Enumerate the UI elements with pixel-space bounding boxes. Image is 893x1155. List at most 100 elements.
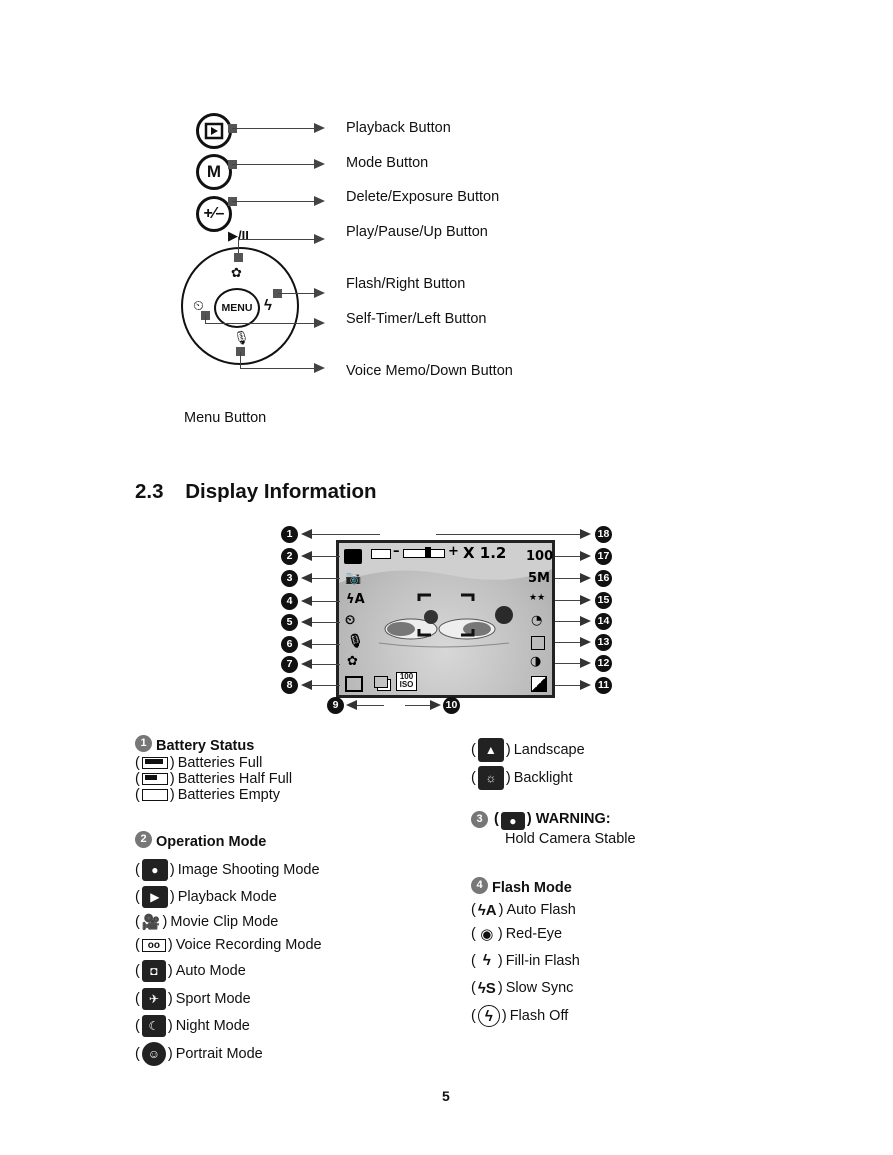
- sport-mode-icon: ✈: [141, 987, 166, 1010]
- exposure-plus: +: [448, 544, 459, 559]
- callout-line: [310, 601, 340, 602]
- callout-badge-left: 3: [281, 570, 298, 587]
- metering-icon: [345, 676, 363, 692]
- image-shooting-label: Image Shooting Mode: [177, 861, 320, 878]
- operation-mode-legend: 2 Operation Mode (●) Image Shooting Mode…: [135, 828, 322, 1068]
- callout-arrowhead: [580, 595, 591, 605]
- mode-button-icon: M: [196, 154, 232, 190]
- callout-badge-right: 12: [595, 655, 612, 672]
- battery-empty-icon: [141, 789, 168, 801]
- slow-sync-label: Slow Sync: [505, 980, 574, 996]
- exposure-minus: –: [393, 544, 400, 559]
- callout-line: [555, 663, 582, 664]
- playback-mode-label: Playback Mode: [177, 889, 277, 905]
- callout-line: [436, 534, 582, 535]
- exposure-button-icon: +⁄–: [196, 196, 232, 232]
- play-pause-up-button-label: Play/Pause/Up Button: [346, 224, 488, 240]
- callout-arrowhead: [430, 700, 441, 710]
- lcd-screen: – + X 1.2 📷 ϟA ⏲ 🎙 ✿ 100 ISO 100 5M ★★ ◔…: [336, 540, 555, 698]
- callout-line: [405, 705, 431, 706]
- shake-warning-legend-icon: ●: [500, 812, 525, 830]
- shake-warning-icon: 📷: [345, 571, 362, 586]
- battery-full-icon: [141, 757, 168, 769]
- callout-badge-left: 2: [281, 548, 298, 565]
- callout-arrowhead: [301, 551, 312, 561]
- callout-line: [555, 621, 582, 622]
- callout-arrowhead: [301, 659, 312, 669]
- callout-arrowhead: [580, 616, 591, 626]
- callout-badge-bottom: 10: [443, 697, 460, 714]
- movie-clip-icon: 🎥: [141, 914, 161, 931]
- callout-badge-left: 5: [281, 614, 298, 631]
- callout-badge-right: 11: [595, 677, 612, 694]
- callout-arrowhead: [301, 596, 312, 606]
- voice-memo-down-button-label: Voice Memo/Down Button: [346, 363, 513, 379]
- auto-flash-icon: ϟA: [477, 901, 497, 919]
- section-number: 2.3: [135, 480, 164, 503]
- quality-indicator: ★★: [529, 593, 546, 603]
- callout-arrowhead: [301, 529, 312, 539]
- battery-icon: [371, 549, 391, 559]
- legend-number: 1: [135, 734, 152, 752]
- backlight-label: Backlight: [513, 770, 573, 786]
- burst-icon: [374, 676, 388, 688]
- auto-flash-label: Auto Flash: [506, 902, 576, 918]
- flash-mode-legend: 4 Flash Mode (ϟA) Auto Flash (◉) Red-Eye…: [471, 874, 580, 1031]
- callout-badge-left: 4: [281, 593, 298, 610]
- mode-letter: M: [206, 162, 222, 181]
- menu-text: MENU: [221, 302, 253, 314]
- resolution-indicator: 5M: [528, 571, 550, 586]
- timer-icon: ⏲: [193, 297, 204, 313]
- callout-line: [356, 705, 384, 706]
- battery-half-icon: [141, 773, 168, 785]
- zoom-indicator: X 1.2: [463, 544, 507, 562]
- macro-icon: ✿: [347, 654, 358, 669]
- exposure-slider: [403, 549, 445, 558]
- callout-arrowhead: [580, 551, 591, 561]
- flash-off-label: Flash Off: [509, 1008, 569, 1024]
- callout-arrowhead: [580, 680, 591, 690]
- operation-mode-title: Operation Mode: [156, 834, 267, 850]
- callout-line: [555, 600, 582, 601]
- shots-remaining: 100: [526, 549, 554, 564]
- slow-sync-icon: ϟS: [477, 979, 496, 997]
- camera-mode-icon: [344, 549, 362, 564]
- callout-line: [555, 642, 582, 643]
- callout-badge-right: 16: [595, 570, 612, 587]
- callout-arrowhead: [580, 658, 591, 668]
- night-mode-label: Night Mode: [175, 1018, 250, 1034]
- callout-line: [555, 556, 582, 557]
- menu-button-label: Menu Button: [184, 410, 267, 426]
- callout-badge-right: 14: [595, 613, 612, 630]
- callout-arrowhead: [346, 700, 357, 710]
- callout-arrowhead: [580, 637, 591, 647]
- callout-arrowhead: [301, 573, 312, 583]
- iso-value: 100: [399, 672, 414, 681]
- fill-in-flash-label: Fill-in Flash: [505, 952, 580, 969]
- fill-in-flash-icon: ϟ: [482, 952, 491, 969]
- callout-badge-bottom: 9: [327, 697, 344, 714]
- red-eye-icon: ◉: [480, 926, 494, 943]
- landscape-label: Landscape: [513, 742, 585, 758]
- playback-button-label: Playback Button: [346, 120, 451, 136]
- legend-number: 4: [471, 876, 488, 894]
- callout-line: [310, 644, 340, 645]
- macro-icon: ✿: [231, 265, 242, 280]
- red-eye-label: Red-Eye: [505, 926, 563, 942]
- callout-badge-right: 13: [595, 634, 612, 651]
- callout-line: [555, 685, 582, 686]
- callout-line: [310, 578, 340, 579]
- playback-button-icon: [196, 113, 232, 149]
- self-timer-left-button-label: Self-Timer/Left Button: [346, 311, 487, 327]
- sport-mode-label: Sport Mode: [175, 990, 251, 1007]
- callout-line: [310, 534, 380, 535]
- night-mode-icon: ☾: [141, 1015, 166, 1037]
- legend-number: 2: [135, 830, 152, 848]
- callout-line: [310, 664, 340, 665]
- playback-icon: ▶: [141, 886, 168, 908]
- mode-button-label: Mode Button: [346, 155, 429, 171]
- callout-badge-right: 18: [595, 526, 612, 543]
- section-heading: 2.3 Display Information: [135, 480, 377, 504]
- sharpness-icon: [531, 636, 545, 650]
- callout-badge-left: 6: [281, 636, 298, 653]
